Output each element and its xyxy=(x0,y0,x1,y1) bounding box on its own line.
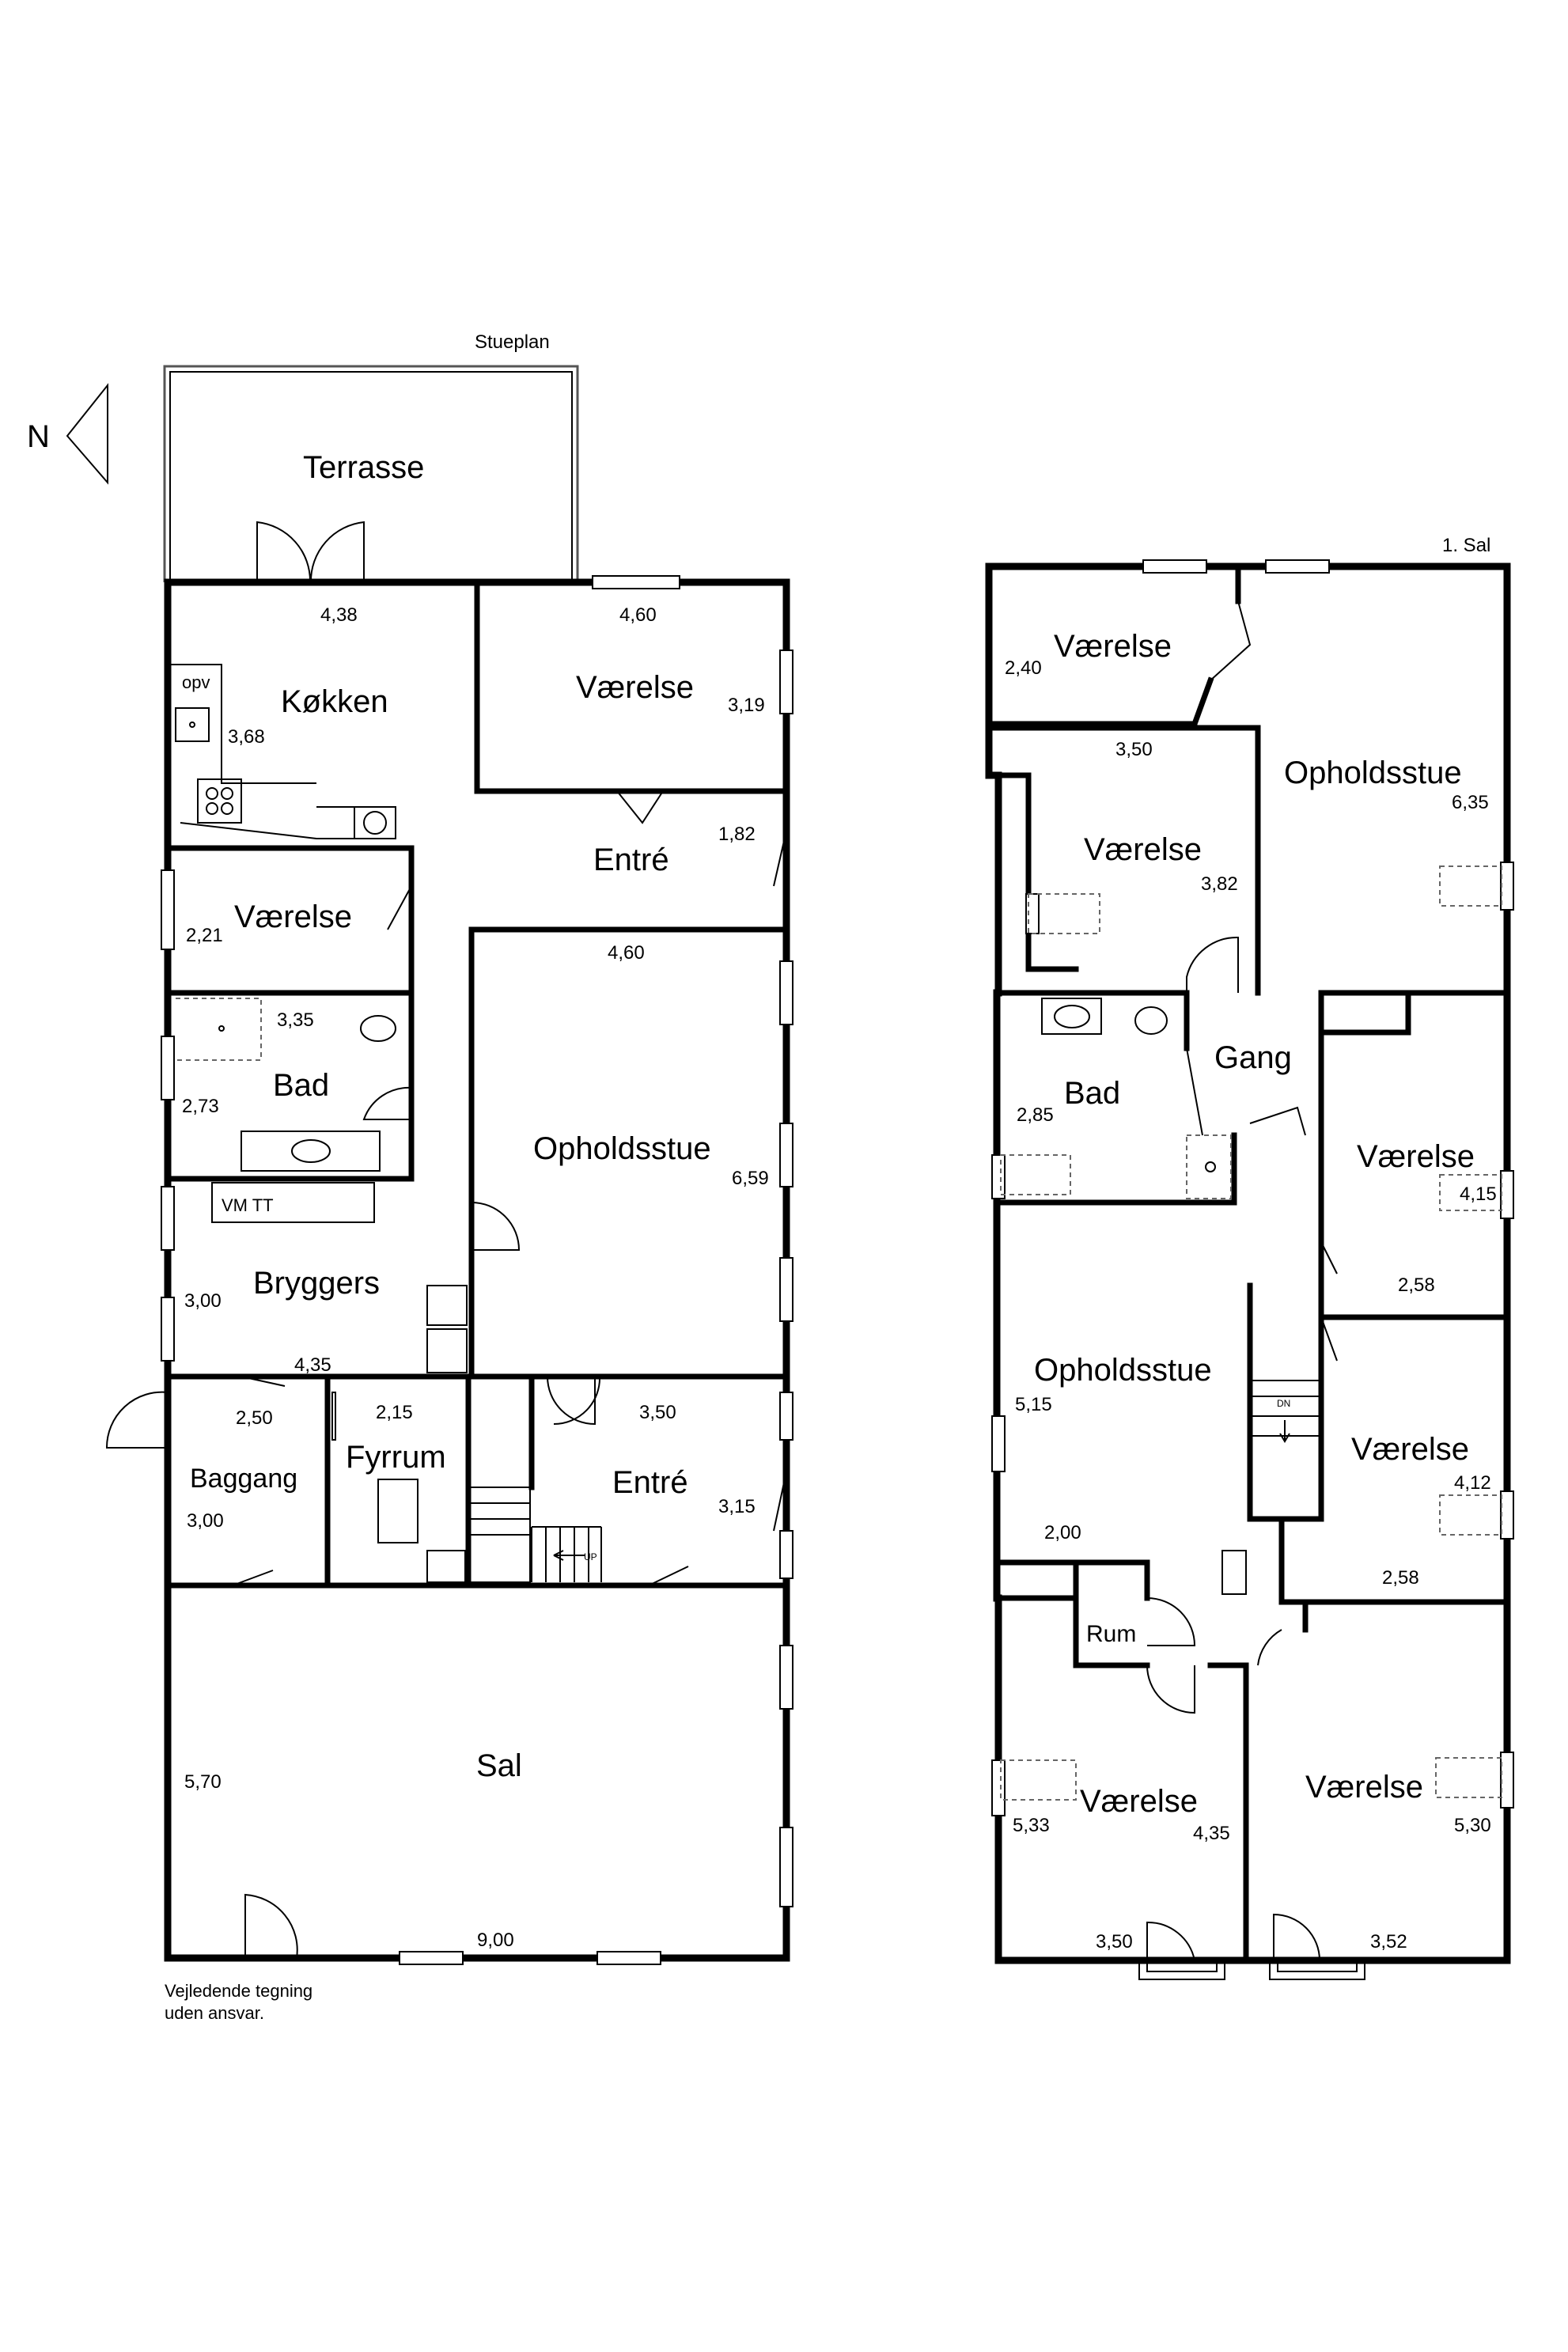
dim-vaerelse-c-w: 2,58 xyxy=(1398,1274,1435,1296)
dim-baggang-w: 2,50 xyxy=(236,1407,273,1429)
dim-entre-bottom-w: 3,50 xyxy=(639,1402,676,1423)
opv-label: opv xyxy=(182,672,210,692)
dim-vaerelse-e-h: 5,33 xyxy=(1013,1815,1050,1836)
room-terrasse: Terrasse xyxy=(303,450,424,485)
dim-vaerelse-e-w: 3,50 xyxy=(1096,1931,1133,1952)
dim-baggang-h: 3,00 xyxy=(187,1510,224,1532)
toilet-icon xyxy=(1134,1006,1168,1035)
room-vaerelse-top: Værelse xyxy=(576,670,694,705)
room-vaerelse-c: Værelse xyxy=(1357,1139,1475,1174)
dim-kokken-h: 3,68 xyxy=(228,726,265,748)
sink-icon xyxy=(1041,998,1102,1035)
ground-floor-title: Stueplan xyxy=(475,331,550,353)
dim-vaerelse-a-h: 2,40 xyxy=(1005,657,1042,679)
dim-entre-top-h: 1,82 xyxy=(718,824,756,845)
shower-drain-icon xyxy=(218,1025,225,1032)
washer-dryer-unit xyxy=(211,1182,375,1223)
first-floor-title: 1. Sal xyxy=(1442,535,1490,556)
first-floor-stairs: DN xyxy=(1249,1380,1320,1520)
dim-fyrrum-w: 2,15 xyxy=(376,1402,413,1423)
room-kokken: Køkken xyxy=(281,684,388,719)
dim-opholdsstue-mid-w: 2,00 xyxy=(1044,1522,1081,1543)
ground-floor-fixtures xyxy=(168,664,468,1583)
disclaimer-line-2: uden ansvar. xyxy=(165,2003,264,2023)
dishwasher-icon xyxy=(354,806,396,839)
dim-vaerelse-d-w: 2,58 xyxy=(1382,1567,1419,1589)
dim-vaerelse-b-h: 3,82 xyxy=(1201,873,1238,895)
terrace-outline xyxy=(163,365,579,582)
ground-floor-outer-wall xyxy=(164,578,790,1962)
room-entre-bottom: Entré xyxy=(612,1465,688,1500)
stair-direction-arrow-icon xyxy=(553,1550,585,1561)
dim-vaerelse-f-h: 5,30 xyxy=(1454,1815,1491,1836)
dim-sal-w: 9,00 xyxy=(477,1930,514,1951)
north-label: N xyxy=(27,419,50,454)
dim-bad-h: 2,73 xyxy=(182,1096,219,1117)
first-floor-bath-fixtures xyxy=(1041,998,1247,1595)
disclaimer-line-1: Vejledende tegning xyxy=(165,1981,312,2001)
ground-floor-stairs: UP xyxy=(468,1487,602,1583)
stair-direction-arrow-icon xyxy=(1279,1420,1290,1443)
dim-vaerelse-e-h2: 4,35 xyxy=(1193,1823,1230,1844)
room-opholdsstue-mid: Opholdsstue xyxy=(1034,1353,1212,1388)
room-bad: Bad xyxy=(273,1068,329,1103)
dim-kokken-w: 4,38 xyxy=(320,604,358,626)
dim-vaerelse-top-h: 3,19 xyxy=(728,695,765,716)
dim-opholdsstue-h: 6,59 xyxy=(732,1168,769,1189)
boiler-icon xyxy=(377,1479,419,1543)
dim-bad-1st-h: 2,85 xyxy=(1017,1104,1054,1126)
kitchen-sink-icon xyxy=(175,707,210,742)
bathroom-vanity-icon xyxy=(241,1131,381,1172)
room-fyrrum: Fyrrum xyxy=(346,1440,446,1475)
first-floor-interior-walls xyxy=(986,563,1510,1964)
north-arrow-icon xyxy=(66,383,108,485)
dim-vaerelse-c-h: 4,15 xyxy=(1460,1184,1497,1205)
room-opholdsstue: Opholdsstue xyxy=(533,1131,711,1166)
first-floor-doors xyxy=(1146,600,1338,1961)
room-bad-1st: Bad xyxy=(1064,1076,1120,1111)
dim-opholdsstue-top-h: 6,35 xyxy=(1452,792,1489,813)
dim-sal-h: 5,70 xyxy=(184,1771,222,1793)
room-entre-top: Entré xyxy=(593,843,669,877)
dim-vaerelse-f-w: 3,52 xyxy=(1370,1931,1407,1952)
room-vaerelse-f: Værelse xyxy=(1305,1770,1423,1805)
vm-tt-label: VM TT xyxy=(222,1195,274,1215)
dim-vaerelse-b-w: 3,50 xyxy=(1115,739,1153,760)
dim-opholdsstue-mid-h: 5,15 xyxy=(1015,1394,1052,1415)
stove-icon xyxy=(197,778,242,824)
room-bryggers: Bryggers xyxy=(253,1266,380,1301)
dim-opholdsstue-w: 4,60 xyxy=(608,942,645,964)
first-floor-furniture xyxy=(1000,865,1502,1801)
toilet-icon xyxy=(360,1015,396,1042)
dim-bryggers-w: 4,35 xyxy=(294,1354,331,1376)
room-vaerelse-e: Værelse xyxy=(1080,1784,1198,1819)
room-baggang: Baggang xyxy=(190,1464,297,1494)
dim-bryggers-h: 3,00 xyxy=(184,1290,222,1312)
room-opholdsstue-top: Opholdsstue xyxy=(1284,756,1462,790)
stairs-up-label: UP xyxy=(584,1551,597,1562)
dim-bad-w: 3,35 xyxy=(277,1009,314,1031)
room-rum: Rum xyxy=(1086,1621,1136,1647)
first-floor-plan: 1. Sal xyxy=(985,535,1514,1980)
stairs-down-label: DN xyxy=(1277,1398,1290,1409)
dim-entre-bottom-h: 3,15 xyxy=(718,1496,756,1517)
dim-vaerelse-left-h: 2,21 xyxy=(186,925,223,946)
ground-floor-doors xyxy=(105,521,787,1959)
ground-floor-plan: Stueplan xyxy=(105,331,793,2023)
room-vaerelse-left: Værelse xyxy=(234,900,352,934)
room-sal: Sal xyxy=(476,1748,522,1783)
ground-floor-windows xyxy=(161,575,793,1965)
shower-drain-icon xyxy=(1205,1161,1216,1172)
room-vaerelse-a: Værelse xyxy=(1054,629,1172,664)
room-gang: Gang xyxy=(1214,1040,1292,1075)
room-vaerelse-d: Værelse xyxy=(1351,1432,1469,1467)
room-vaerelse-b: Værelse xyxy=(1084,832,1202,867)
dim-vaerelse-top-w: 4,60 xyxy=(619,604,657,626)
dim-vaerelse-d-h: 4,12 xyxy=(1454,1472,1491,1494)
north-arrow: N xyxy=(27,383,108,485)
